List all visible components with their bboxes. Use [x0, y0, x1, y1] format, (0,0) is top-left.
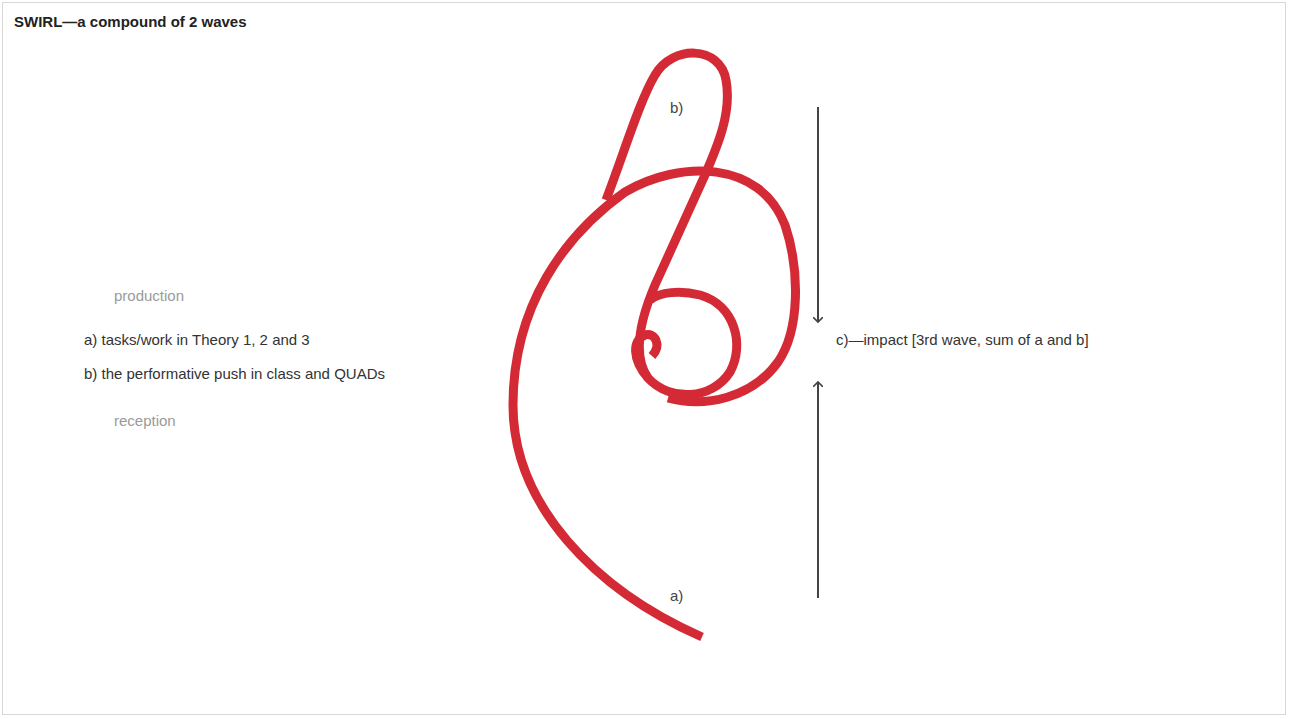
callout-label: a) — [670, 586, 683, 606]
inner-spiral — [636, 292, 737, 394]
section-label: reception — [114, 411, 176, 431]
list-item: b) the performative push in class and QU… — [84, 364, 385, 384]
loop-wave — [606, 53, 727, 378]
section-label: production — [114, 286, 184, 306]
impact-label: c)—impact [3rd wave, sum of a and b] — [836, 330, 1089, 350]
outer-wave — [513, 171, 795, 637]
callout-label: b) — [670, 98, 683, 118]
down-arrow — [817, 107, 819, 322]
list-item: a) tasks/work in Theory 1, 2 and 3 — [84, 330, 310, 350]
up-arrow — [817, 382, 819, 598]
diagram-title: SWIRL—a compound of 2 waves — [14, 12, 247, 32]
